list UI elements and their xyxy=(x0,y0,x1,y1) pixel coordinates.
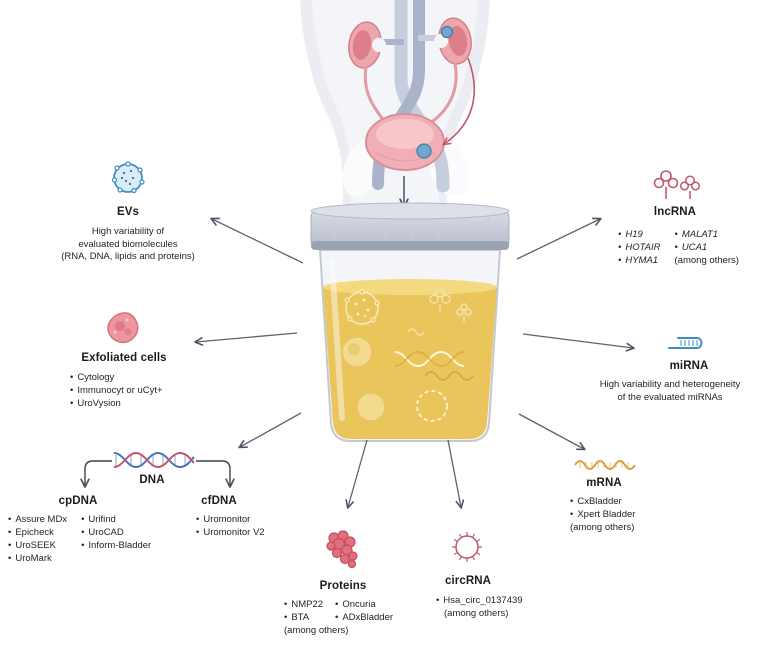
list-item: Cytology xyxy=(70,371,163,384)
evs-title: EVs xyxy=(116,206,140,218)
list-item: UCA1 xyxy=(675,241,739,254)
evs-description-line: evaluated biomolecules xyxy=(78,238,178,250)
list-item: UroSEEK xyxy=(8,539,67,552)
lncrna-stem-loop-icon xyxy=(650,164,706,202)
list-item: Uromonitor V2 xyxy=(196,526,264,539)
circrna-circle-icon xyxy=(447,527,487,567)
lncrna-title: lncRNA xyxy=(653,206,697,218)
list-item: Xpert Bladder xyxy=(570,508,635,521)
urine-cup xyxy=(310,202,510,442)
list-item: Oncuria xyxy=(335,598,393,611)
arrow-to-cpdna xyxy=(80,460,112,488)
proteins-column-1: NMP22 BTA xyxy=(284,598,323,624)
list-item: Uromonitor xyxy=(196,513,265,526)
mirna-description-line: High variability and heterogeneity xyxy=(599,379,741,390)
protein-cluster-icon xyxy=(322,529,364,571)
mrna-list: CxBladder Xpert Bladder xyxy=(570,495,635,521)
mirna-hairpin-icon xyxy=(666,331,710,357)
dna-helix-icon xyxy=(112,447,196,473)
circrna-note: (among others) xyxy=(444,608,509,619)
dna-split-bracket xyxy=(80,460,235,488)
list-item: NMP22 xyxy=(284,598,323,611)
arrow-to-exfoliated-cells xyxy=(194,332,298,346)
arrow-to-mirna xyxy=(522,333,635,352)
list-item: UroCAD xyxy=(81,526,151,539)
cpdna-column-1: Assure MDx Epicheck UroSEEK UroMark xyxy=(8,513,67,565)
list-item: Assure MDx xyxy=(8,513,67,526)
proteins-note: (among others) xyxy=(284,625,349,636)
list-item: HYMA1 xyxy=(618,254,661,267)
circrna-list: Hsa_circ_0137439 xyxy=(436,594,522,607)
arrow-to-evs xyxy=(210,217,304,264)
evs-vesicle-icon xyxy=(108,158,148,198)
list-item: Immunocyt or uCyt+ xyxy=(70,384,162,397)
mrna-strand-icon xyxy=(572,453,638,475)
mirna-description-line: of the evaluated miRNAs xyxy=(617,391,723,403)
exfoliated-cells-list: Cytology Immunocyt or uCyt+ UroVysion xyxy=(70,371,163,410)
exfoliated-cells-title: Exfoliated cells xyxy=(81,352,167,364)
evs-description-line: High variability of xyxy=(91,226,165,237)
urinary-tract-illustration xyxy=(300,0,490,212)
list-item: H19 xyxy=(618,228,661,241)
list-item: MALAT1 xyxy=(675,228,739,241)
list-item: Inform-Bladder xyxy=(81,539,151,552)
list-item: HOTAIR xyxy=(618,241,660,254)
circrna-title: circRNA xyxy=(444,575,492,587)
cfdna-title: cfDNA xyxy=(201,495,237,507)
kidney-to-bladder-arrow xyxy=(444,57,476,144)
list-item: Hsa_circ_0137439 xyxy=(436,594,522,607)
mrna-note: (among others) xyxy=(570,522,635,533)
proteins-column-2: Oncuria ADxBladder xyxy=(335,598,393,624)
proteins-lists: NMP22 BTA Oncuria ADxBladder (among othe… xyxy=(284,598,393,637)
arrow-to-lncrna xyxy=(516,217,602,260)
list-item: Urifind xyxy=(81,513,151,526)
list-item: BTA xyxy=(284,611,323,624)
list-item: CxBladder xyxy=(570,495,635,508)
dna-title: DNA xyxy=(139,474,165,486)
circrna-lists: Hsa_circ_0137439 (among others) xyxy=(436,594,522,620)
mrna-title: mRNA xyxy=(586,477,622,489)
connector-arrows xyxy=(194,217,635,509)
lncrna-column-2: MALAT1 UCA1 (among others) xyxy=(675,228,739,267)
exfoliated-cell-icon xyxy=(103,308,143,348)
lncrna-note: (among others) xyxy=(674,255,739,266)
list-item: Epicheck xyxy=(8,526,67,539)
arrow-to-circrna xyxy=(447,439,465,509)
cpdna-lists: Assure MDx Epicheck UroSEEK UroMark Urif… xyxy=(8,513,151,565)
arrow-to-dna xyxy=(238,412,302,449)
proteins-title: Proteins xyxy=(319,580,367,592)
evs-description-line: (RNA, DNA, lipids and proteins) xyxy=(61,251,195,262)
kidney-tumor-dot xyxy=(440,25,454,39)
list-item: UroMark xyxy=(8,552,67,565)
cpdna-title: cpDNA xyxy=(58,495,98,507)
list-item: UroVysion xyxy=(70,397,163,410)
mrna-lists: CxBladder Xpert Bladder (among others) xyxy=(570,495,635,534)
lncrna-column-1: H19 HOTAIR HYMA1 xyxy=(618,228,661,267)
arrow-to-proteins xyxy=(345,439,368,509)
urine-biomolecule-doodles xyxy=(341,288,474,422)
cfdna-list: Uromonitor Uromonitor V2 xyxy=(196,513,265,539)
lncrna-lists: H19 HOTAIR HYMA1 MALAT1 UCA1 (among othe… xyxy=(618,228,739,267)
arrow-to-cfdna xyxy=(196,460,235,488)
evs-description: High variability of evaluated biomolecul… xyxy=(28,226,228,264)
mirna-title: miRNA xyxy=(669,360,709,372)
bladder-tumor-dot xyxy=(416,143,432,159)
arrow-to-mrna xyxy=(518,413,586,451)
list-item: ADxBladder xyxy=(335,611,393,624)
mirna-description: High variability and heterogeneity of th… xyxy=(570,379,770,404)
cpdna-column-2: Urifind UroCAD Inform-Bladder xyxy=(81,513,151,565)
